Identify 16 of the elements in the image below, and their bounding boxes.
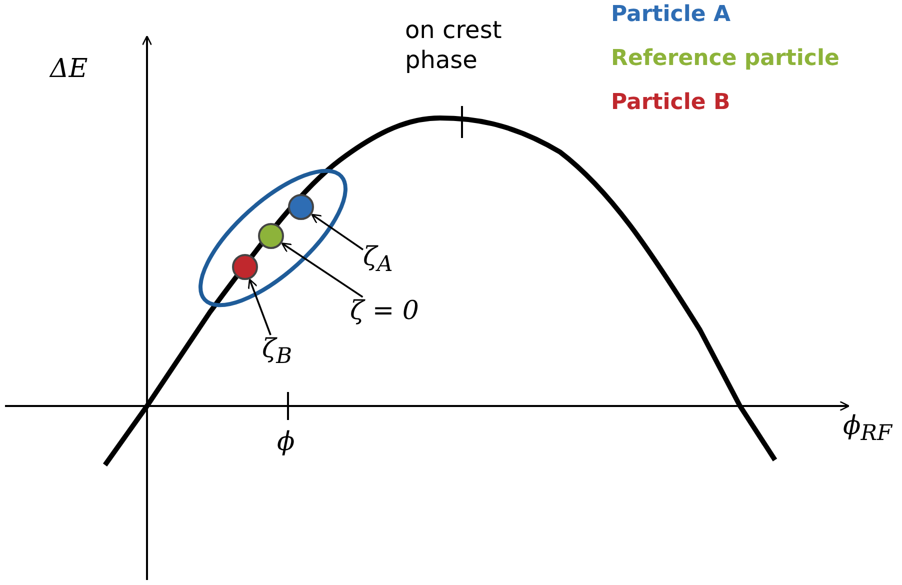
legend-entry: Particle B	[611, 90, 730, 115]
axis-label: ΔE	[50, 55, 88, 84]
axis-label: ϕ$_{RF}$	[843, 412, 892, 446]
annotation-text: on crest phase	[405, 15, 503, 75]
axis-label: ϕ	[277, 428, 295, 457]
legend-entry: Particle A	[611, 2, 730, 27]
math-label: ζ$_{B}$	[262, 335, 292, 370]
arrow	[311, 214, 364, 250]
math-label: ζ = 0	[350, 297, 419, 326]
particle-dot	[288, 194, 314, 220]
particle-dot	[258, 223, 284, 249]
arrow	[248, 278, 272, 336]
legend-entry: Reference particle	[611, 46, 840, 71]
math-label: ζ$_{A}$	[363, 243, 393, 278]
arrow	[281, 242, 364, 298]
particle-dot	[232, 254, 258, 280]
